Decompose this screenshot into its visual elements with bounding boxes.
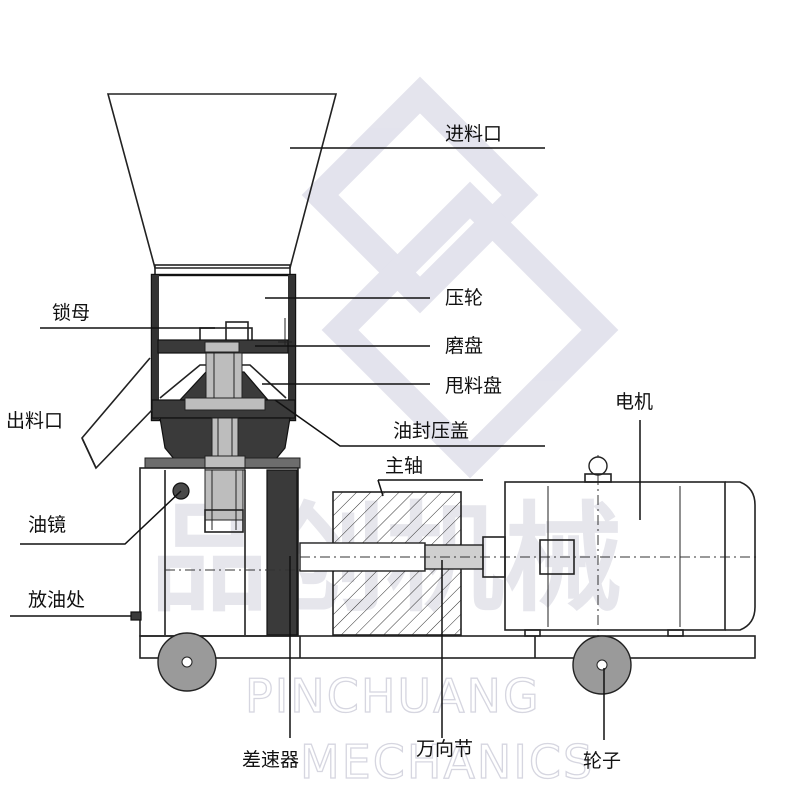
leader-lines — [10, 147, 641, 740]
discharge-chute — [81, 357, 153, 470]
bearing-housing — [144, 417, 301, 471]
label-main-shaft: 主轴 — [385, 455, 423, 477]
label-die: 磨盘 — [445, 335, 483, 357]
label-lock-nut: 锁母 — [52, 302, 90, 324]
base-frame — [139, 635, 756, 659]
label-press-roller: 压轮 — [445, 287, 483, 309]
label-oil-sight: 油镜 — [28, 514, 66, 536]
hopper — [106, 93, 338, 276]
watermark-english-2: MECHANICS — [300, 735, 594, 789]
label-coupling: 万向节 — [416, 738, 473, 760]
motor — [482, 455, 756, 640]
wheels — [157, 632, 632, 695]
leader-oil-seal-cover — [274, 399, 545, 447]
label-oil-seal-cover: 油封压盖 — [393, 420, 469, 442]
label-wheel: 轮子 — [583, 750, 621, 772]
label-hopper: 进料口 — [445, 123, 502, 145]
leader-oil-sight — [20, 490, 182, 545]
gearbox-housing — [130, 467, 300, 637]
label-thrower: 甩料盘 — [445, 375, 502, 397]
watermark-diamond-logo — [301, 76, 619, 479]
callout-labels: 进料口 压轮 锁母 磨盘 甩料盘 出料口 油封压盖 主轴 电机 油镜 放油处 差… — [6, 123, 653, 772]
label-discharge: 出料口 — [6, 410, 63, 432]
leader-main-shaft — [377, 479, 483, 497]
label-oil-drain: 放油处 — [28, 589, 85, 611]
label-gearbox: 差速器 — [242, 749, 299, 771]
coupling-housing — [299, 491, 760, 636]
watermark-english-1: PINCHUANG — [245, 669, 541, 723]
label-motor: 电机 — [615, 391, 653, 413]
pressing-chamber — [150, 273, 297, 422]
oil-drain-plug — [130, 611, 142, 621]
